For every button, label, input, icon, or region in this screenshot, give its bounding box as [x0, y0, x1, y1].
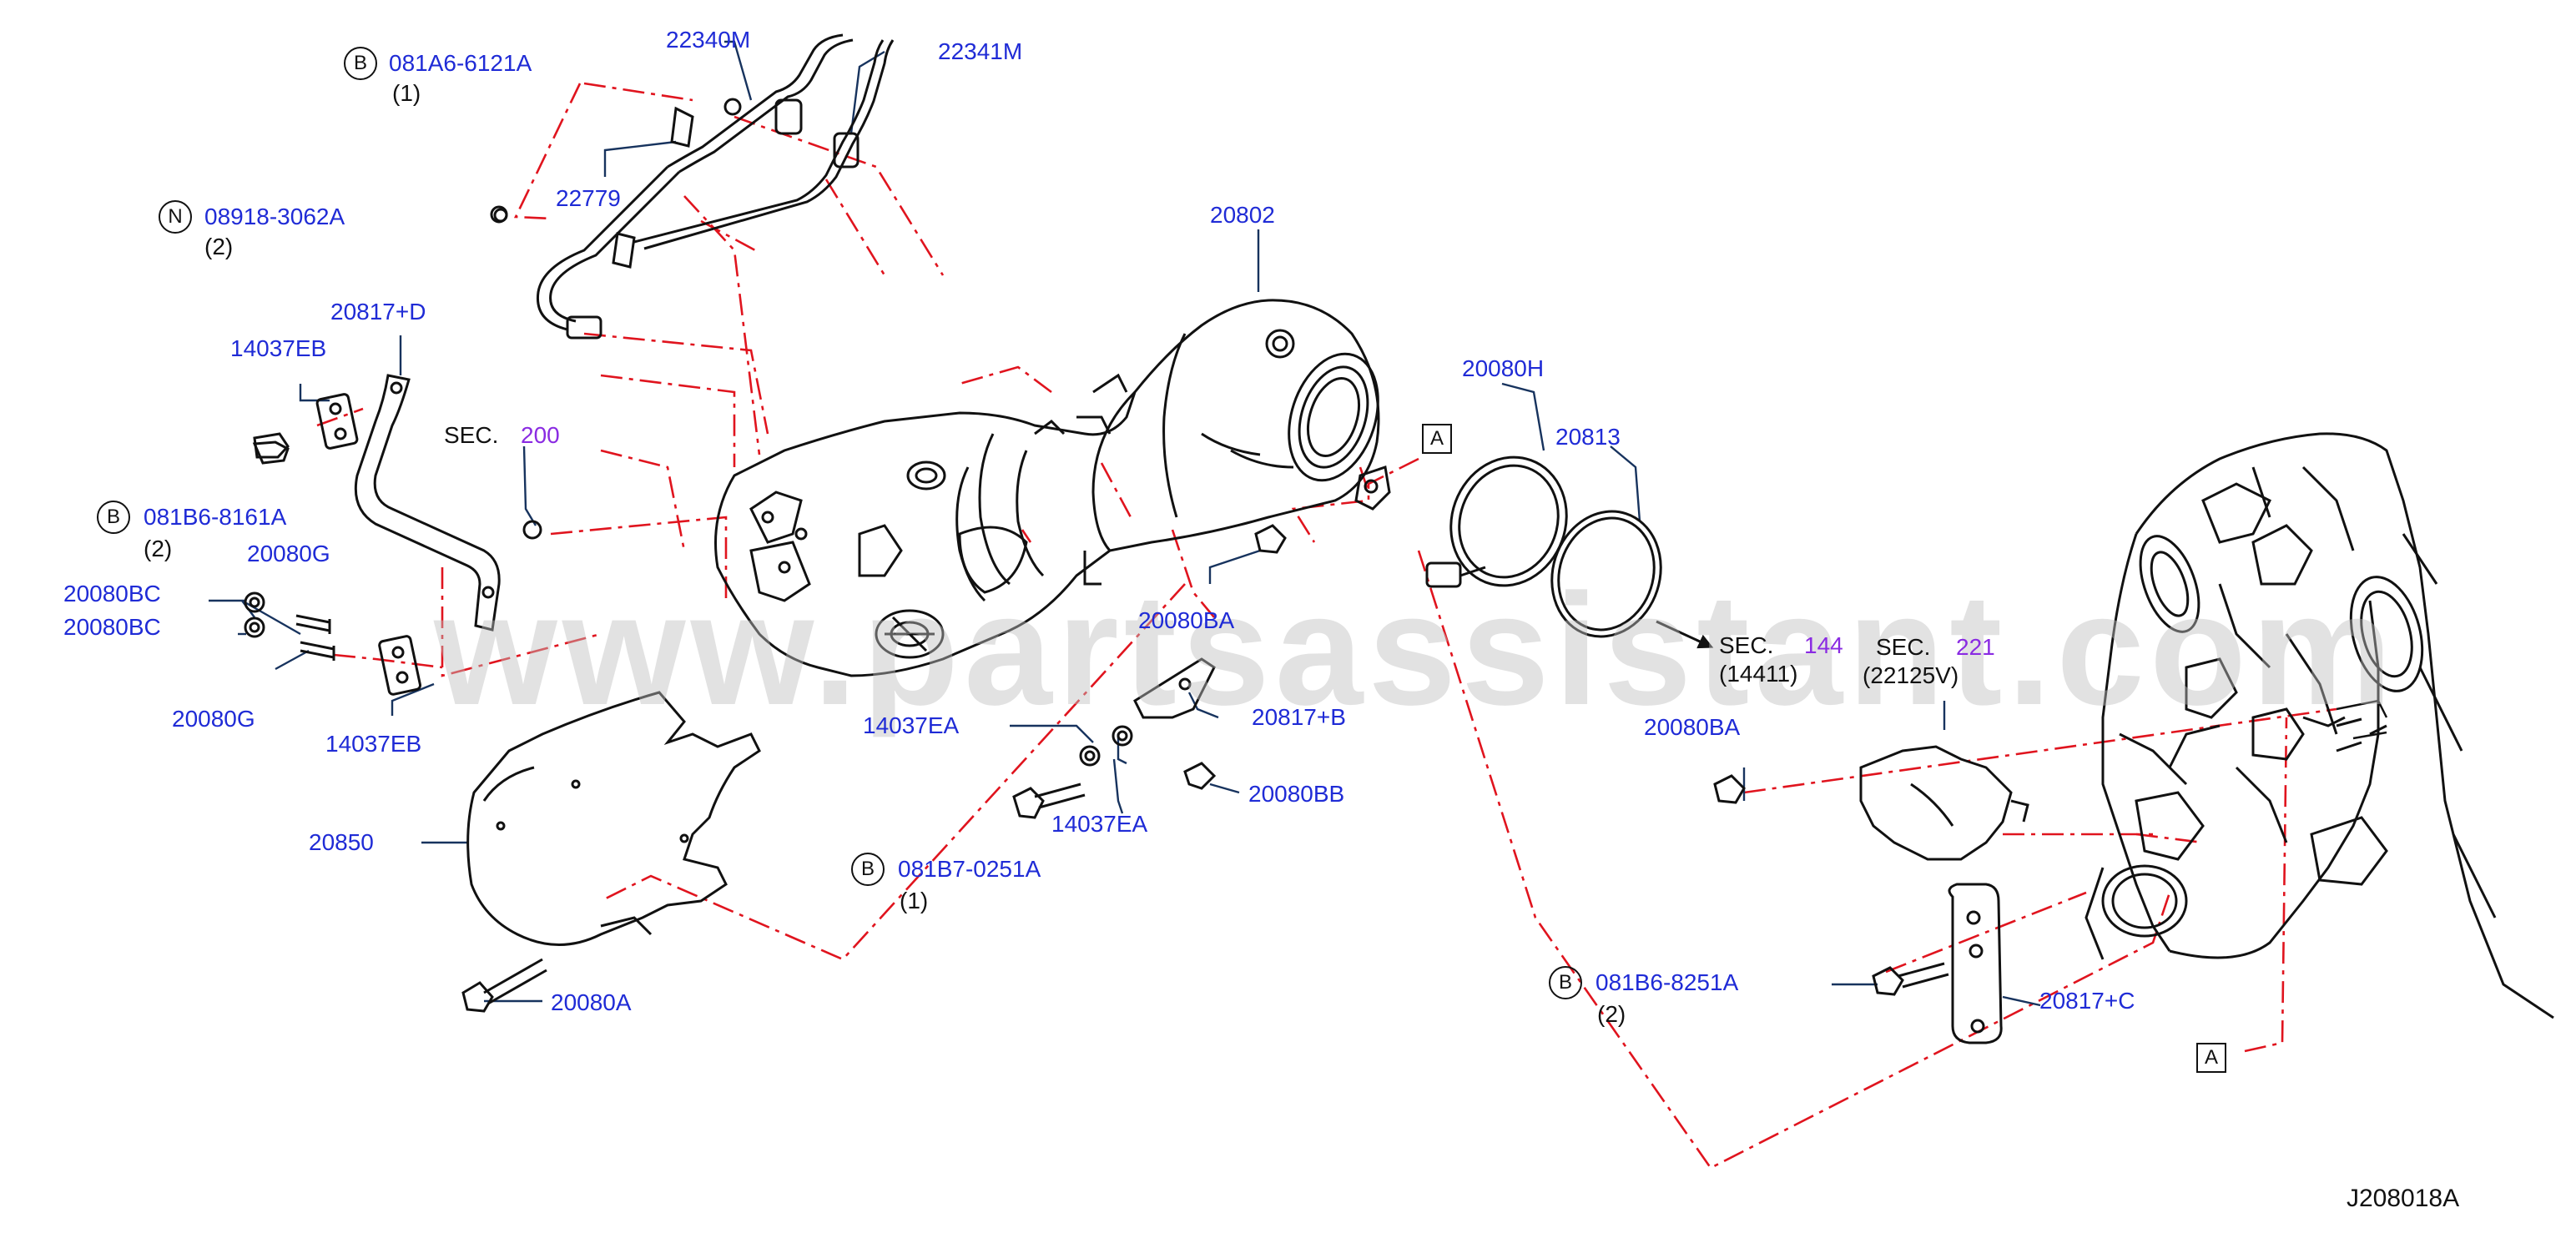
callout-20850[interactable]: 20850: [309, 829, 374, 855]
callout-20080h[interactable]: 20080H: [1462, 355, 1545, 381]
studs-and-nuts-left: [244, 208, 542, 661]
bolt-symbol-b-2: B: [97, 501, 130, 534]
callout-14037ea-2[interactable]: 14037EA: [1051, 811, 1148, 837]
callout-20080a[interactable]: 20080A: [551, 989, 632, 1015]
nut-qty-08918-3062a: (2): [204, 234, 234, 259]
callout-20817-d[interactable]: 20817+D: [330, 299, 426, 325]
bolts: [253, 432, 1949, 1013]
callout-20080ba-1[interactable]: 20080BA: [1138, 607, 1235, 633]
section-ref-221-number[interactable]: 221: [1956, 634, 1995, 660]
callout-20802[interactable]: 20802: [1210, 202, 1275, 228]
section-ref-144-number[interactable]: 144: [1804, 632, 1843, 658]
connector-marker-a-2: A: [2196, 1043, 2226, 1073]
engine-block: [2084, 432, 2554, 1019]
section-ref-200-prefix: SEC.: [444, 422, 499, 448]
callout-20813[interactable]: 20813: [1555, 424, 1621, 450]
callout-20817-c[interactable]: 20817+C: [2039, 988, 2135, 1014]
callout-14037ea-1[interactable]: 14037EA: [863, 712, 960, 738]
engine-detail-leaders: [2336, 699, 2388, 740]
watermark: www.partsassistant.com: [434, 561, 2397, 738]
connector-marker-a-1: A: [1422, 424, 1452, 454]
bolt-symbol-b-1: B: [344, 47, 377, 80]
callout-20080bc-1[interactable]: 20080BC: [63, 581, 161, 606]
section-ref-144-sub: (14411): [1719, 661, 1798, 687]
bolt-part-081b6-8161a[interactable]: 081B6-8161A: [144, 504, 287, 530]
callout-20080ba-2[interactable]: 20080BA: [1644, 714, 1741, 740]
callout-leaders: [209, 40, 2041, 1007]
bolt-part-081b7-0251a[interactable]: 081B7-0251A: [898, 856, 1041, 882]
bolt-symbol-b-3: B: [851, 853, 885, 886]
catalytic-converter-assembly: [714, 299, 1391, 677]
bracket-20817-d: [354, 374, 501, 632]
callout-22779[interactable]: 22779: [556, 185, 621, 211]
bracket-20817-b: [1079, 657, 1217, 790]
section-ref-200-number[interactable]: 200: [521, 422, 560, 448]
callout-20817-b[interactable]: 20817+B: [1252, 704, 1346, 730]
callout-20080bc-2[interactable]: 20080BC: [63, 614, 161, 640]
sec-144-arrow: [1656, 620, 1714, 649]
bracket-20817-c: [1948, 883, 2003, 1044]
callout-14037eb-top[interactable]: 14037EB: [230, 335, 327, 361]
callout-22340m[interactable]: 22340M: [666, 27, 751, 53]
callout-20080g-top[interactable]: 20080G: [247, 541, 330, 566]
bolt-symbol-b-4: B: [1549, 966, 1582, 999]
section-ref-221-sub: (22125V): [1863, 662, 1959, 688]
diagram-code: J208018A: [2347, 1185, 2460, 1212]
section-ref-144-prefix: SEC.: [1719, 632, 1774, 658]
bolt-qty-081b6-8161a: (2): [144, 536, 173, 561]
bolt-part-081b6-8251a[interactable]: 081B6-8251A: [1596, 969, 1739, 995]
bracket-22125v: [1859, 745, 2029, 861]
section-ref-221-prefix: SEC.: [1876, 634, 1931, 660]
callout-22341m[interactable]: 22341M: [938, 38, 1023, 64]
bolt-qty-081a6-6121a: (1): [392, 80, 421, 106]
callout-14037eb-bottom[interactable]: 14037EB: [325, 731, 422, 757]
plates-14037eb: [315, 393, 422, 696]
callout-20080g-bottom[interactable]: 20080G: [172, 706, 255, 732]
bolt-part-081a6-6121a[interactable]: 081A6-6121A: [389, 50, 532, 76]
sensor-tubes: [490, 33, 895, 340]
gasket-ring-20813: [1550, 510, 1662, 638]
bolt-qty-081b6-8251a: (2): [1597, 1001, 1626, 1027]
heat-shield-20850: [466, 691, 761, 946]
bolt-qty-081b7-0251a: (1): [900, 888, 929, 913]
nut-part-08918-3062a[interactable]: 08918-3062A: [204, 204, 345, 229]
callout-20080bb[interactable]: 20080BB: [1248, 781, 1345, 807]
nut-symbol-n: N: [159, 200, 192, 234]
